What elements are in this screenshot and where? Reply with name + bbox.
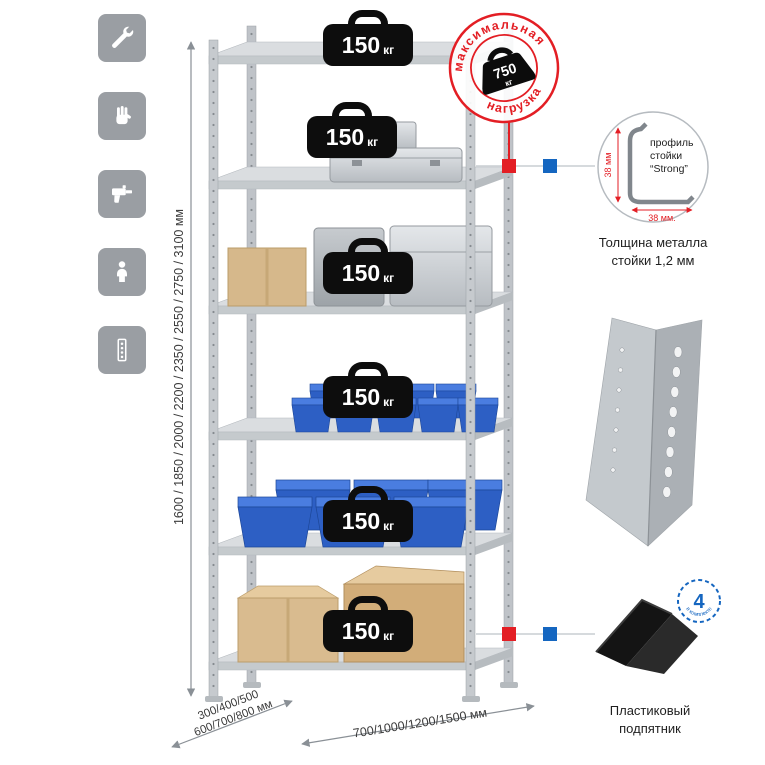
profile-caption: Толщина металла стойки 1,2 мм (568, 234, 738, 269)
red-marker-top (502, 159, 516, 173)
load-unit: кг (383, 270, 395, 285)
profile-label-1: профиль (650, 137, 694, 149)
callout-markers (476, 120, 595, 641)
load-value: 150 (341, 31, 381, 58)
profile-label-3: “Strong” (650, 163, 688, 175)
stamp-weight-unit: кг (504, 77, 514, 88)
load-unit: кг (367, 134, 379, 149)
load-value: 150 (341, 383, 381, 410)
profile-dim-horizontal: 38 мм. (648, 213, 675, 223)
foot-caption: Пластиковый подпятник (565, 702, 735, 737)
front-right-post (465, 39, 476, 701)
feature-icons-sidebar (98, 14, 146, 374)
foot-caption-line-1: Пластиковый (609, 703, 691, 718)
shelf-load-badge-3: 150 кг (323, 252, 413, 294)
svg-text:в комплекте: в комплекте (684, 606, 713, 618)
profile-dim-vertical: 38 мм (603, 153, 613, 178)
shelf-load-badge-2: 150 кг (307, 116, 397, 158)
profile-label-2: стойки (650, 150, 682, 162)
kit-count-text: в комплекте (684, 606, 713, 618)
shelving-rack (205, 25, 518, 702)
profile-caption-line-2: стойки 1,2 мм (611, 252, 695, 268)
plastic-foot-picture: 4 в комплекте (595, 579, 721, 674)
wrench-icon (98, 14, 146, 62)
load-value: 150 (341, 617, 381, 644)
kit-count-value: 4 (693, 591, 705, 613)
profile-caption-line-1: Толщина металла (598, 235, 708, 250)
kit-count-badge (677, 579, 721, 623)
dimension-lines (171, 41, 535, 749)
stamp-weight-value: 750 (491, 60, 518, 83)
front-left-post (208, 39, 219, 701)
load-value: 150 (341, 507, 381, 534)
profile-callout: 38 мм 38 мм. профиль стойки “Strong” (597, 111, 709, 223)
perforated-post-icon (98, 326, 146, 374)
height-dimension-label: 1600 / 1850 / 2000 / 2200 / 2350 / 2550 … (172, 208, 186, 526)
load-unit: кг (383, 394, 395, 409)
shelf-load-badge-5: 150 кг (323, 500, 413, 542)
load-value: 150 (341, 259, 381, 286)
load-unit: кг (383, 518, 395, 533)
load-value: 150 (325, 123, 365, 150)
angle-post-picture (585, 317, 703, 547)
drill-icon (98, 170, 146, 218)
person-icon (98, 248, 146, 296)
shelf-load-badge-1: 150 кг (323, 24, 413, 66)
shelf-load-badge-6: 150 кг (323, 610, 413, 652)
blue-marker-bottom (543, 627, 557, 641)
stamp-weight-icon (482, 52, 536, 95)
red-marker-bottom (502, 627, 516, 641)
foot-caption-line-2: подпятник (619, 720, 681, 736)
blue-marker-top (543, 159, 557, 173)
post-profile-drawing (627, 122, 695, 205)
load-unit: кг (383, 42, 395, 57)
shelf-load-badge-4: 150 кг (323, 376, 413, 418)
glove-icon (98, 92, 146, 140)
load-unit: кг (383, 628, 395, 643)
back-left-post (246, 25, 257, 687)
max-load-stamp: максимальная нагрузка 750 кг (440, 4, 560, 124)
